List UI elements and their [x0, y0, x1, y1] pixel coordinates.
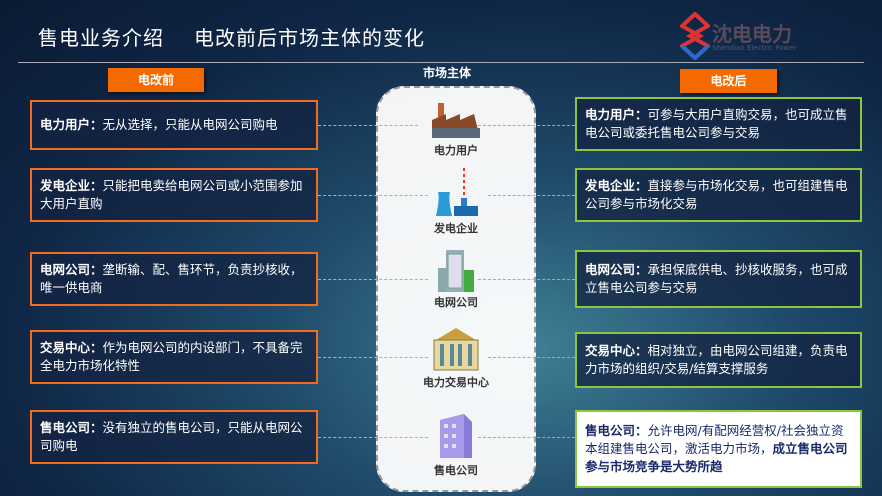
- card-key: 交易中心：: [585, 343, 648, 358]
- before-card: 电网公司：垄断输、配、售环节，负责抄核收，唯一供电商: [30, 252, 318, 306]
- entity-retail-company: 售电公司: [376, 412, 536, 478]
- logo-icon: [678, 11, 712, 61]
- connector: [318, 357, 428, 358]
- entity-power-user: 电力用户: [376, 98, 536, 158]
- card-key: 电网公司：: [585, 262, 648, 277]
- card-conclusion: 成立售电公司参与市场竞争是大势所趋: [585, 441, 848, 474]
- card-key: 发电企业：: [585, 178, 648, 193]
- divider: [18, 62, 864, 63]
- card-key: 电网公司：: [40, 262, 103, 277]
- card-text: 承担保底供电、抄核收服务，也可成立售电公司参与交易: [585, 262, 848, 295]
- logo-text: 沈电电力: [712, 22, 792, 46]
- connector: [488, 357, 575, 358]
- card-text: 无从选择，只能从电网公司购电: [102, 117, 278, 132]
- entity-label: 电网公司: [434, 296, 478, 309]
- card-key: 电力用户：: [585, 107, 648, 122]
- office-building-icon: [440, 414, 472, 458]
- entity-generator: 发电企业: [376, 168, 536, 236]
- factory-icon: [432, 103, 480, 138]
- before-card: 电力用户：无从选择，只能从电网公司购电: [30, 100, 318, 150]
- after-tag: 电改后: [680, 69, 777, 93]
- slide-title: 电改前后市场主体的变化: [194, 26, 425, 50]
- grid-building-icon: [438, 250, 474, 292]
- card-text: 可参与大用户直购交易，也可成立售电公司或委托售电公司参与交易: [585, 107, 848, 140]
- card-key: 售电公司：: [40, 420, 103, 435]
- before-card: 交易中心：作为电网公司的内设部门，不具备完全电力市场化特性: [30, 330, 318, 384]
- page-title: 售电业务介绍 电改前后市场主体的变化: [38, 22, 455, 51]
- connector: [318, 195, 428, 196]
- before-card: 发电企业：只能把电卖给电网公司或小范围参加大用户直购: [30, 168, 318, 222]
- card-text: 相对独立，由电网公司组建，负责电力市场的组织/交易/结算支撑服务: [585, 343, 848, 376]
- entity-label: 发电企业: [434, 222, 478, 235]
- connector: [318, 437, 428, 438]
- connector: [478, 437, 575, 438]
- connector: [318, 125, 418, 126]
- trading-center-icon: [433, 328, 479, 371]
- card-key: 交易中心：: [40, 340, 103, 355]
- section-title: 售电业务介绍: [38, 26, 164, 50]
- after-card: 电网公司：承担保底供电、抄核收服务，也可成立售电公司参与交易: [575, 250, 862, 308]
- before-card: 售电公司：没有独立的售电公司，只能从电网公司购电: [30, 410, 318, 464]
- after-card: 交易中心：相对独立，由电网公司组建，负责电力市场的组织/交易/结算支撑服务: [575, 332, 862, 388]
- center-title: 市场主体: [423, 66, 472, 80]
- after-card: 发电企业：直接参与市场化交易，也可组建售电公司参与市场化交易: [575, 168, 862, 222]
- after-card-highlight: 售电公司：允许电网/有配网经营权/社会独立资本组建售电公司，激活电力市场，成立售…: [575, 410, 862, 488]
- card-key: 电力用户：: [40, 117, 103, 132]
- before-tag: 电改前: [108, 68, 204, 92]
- entity-label: 售电公司: [434, 464, 478, 477]
- card-text: 只能把电卖给电网公司或小范围参加大用户直购: [40, 178, 303, 211]
- card-text: 作为电网公司的内设部门，不具备完全电力市场化特性: [40, 340, 303, 373]
- card-text: 没有独立的售电公司，只能从电网公司购电: [40, 420, 303, 453]
- card-key: 发电企业：: [40, 178, 103, 193]
- connector: [478, 279, 575, 280]
- card-text: 垄断输、配、售环节，负责抄核收，唯一供电商: [40, 262, 303, 295]
- connector: [318, 279, 428, 280]
- card-text: 直接参与市场化交易，也可组建售电公司参与市场化交易: [585, 178, 848, 211]
- card-key: 售电公司：: [585, 423, 648, 438]
- after-card: 电力用户：可参与大用户直购交易，也可成立售电公司或委托售电公司参与交易: [575, 97, 862, 151]
- entity-grid-company: 电网公司: [376, 248, 536, 310]
- entity-label: 电力用户: [434, 144, 478, 157]
- logo-subtitle: Shendian Electric Power: [712, 44, 797, 52]
- connector: [488, 195, 575, 196]
- logo: 沈电电力 Shendian Electric Power: [678, 11, 850, 64]
- card-text: 允许电网/有配网经营权/社会独立资本组建售电公司，激活电力市场，: [585, 423, 844, 456]
- entity-trading-center: 电力交易中心: [376, 326, 536, 390]
- connector: [478, 125, 575, 126]
- entity-label: 电力交易中心: [423, 376, 489, 389]
- power-plant-icon: [436, 168, 478, 216]
